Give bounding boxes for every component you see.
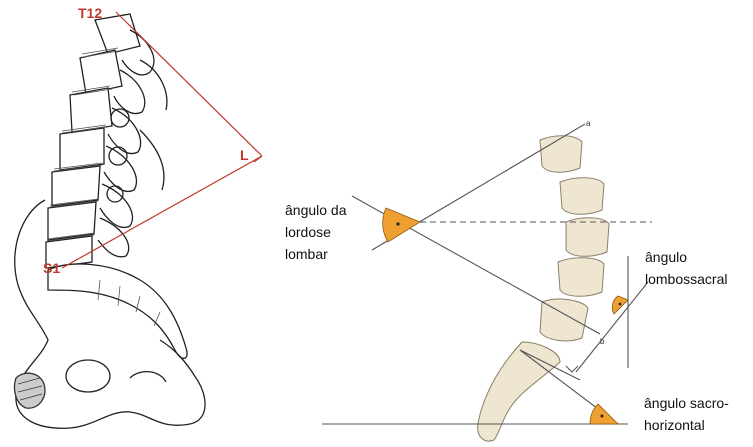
svg-text:lombossacral: lombossacral	[645, 271, 727, 287]
label-t12: T12	[78, 5, 102, 21]
svg-text:ângulo da: ângulo da	[285, 202, 347, 218]
svg-text:ângulo: ângulo	[645, 249, 687, 265]
right-vertebrae	[478, 136, 609, 441]
label-point-b: b	[600, 337, 605, 346]
label-lumbosacral-angle: ângulo lombossacral	[645, 249, 727, 287]
label-lordosis-angle: ângulo da lordose lombar	[285, 202, 347, 262]
svg-text:ângulo sacro-: ângulo sacro-	[644, 395, 729, 411]
label-l: L	[240, 147, 249, 163]
label-sacrohorizontal-angle: ângulo sacro- horizontal	[644, 395, 729, 433]
right-sacrum	[478, 342, 560, 441]
l-tick-line	[254, 156, 262, 162]
lordosis-angle-wedge	[383, 208, 420, 242]
sacrohorizontal-angle-wedge	[590, 404, 618, 424]
left-pubis-hatch	[14, 373, 44, 408]
label-s1: S1	[43, 260, 60, 276]
left-acetabulum	[130, 372, 166, 382]
svg-text:horizontal: horizontal	[644, 417, 705, 433]
left-spine-sketch	[14, 14, 205, 428]
svg-text:lordose: lordose	[285, 224, 331, 240]
svg-text:lombar: lombar	[285, 246, 328, 262]
label-point-a: a	[586, 119, 591, 128]
left-obturator-foramen	[66, 360, 110, 392]
